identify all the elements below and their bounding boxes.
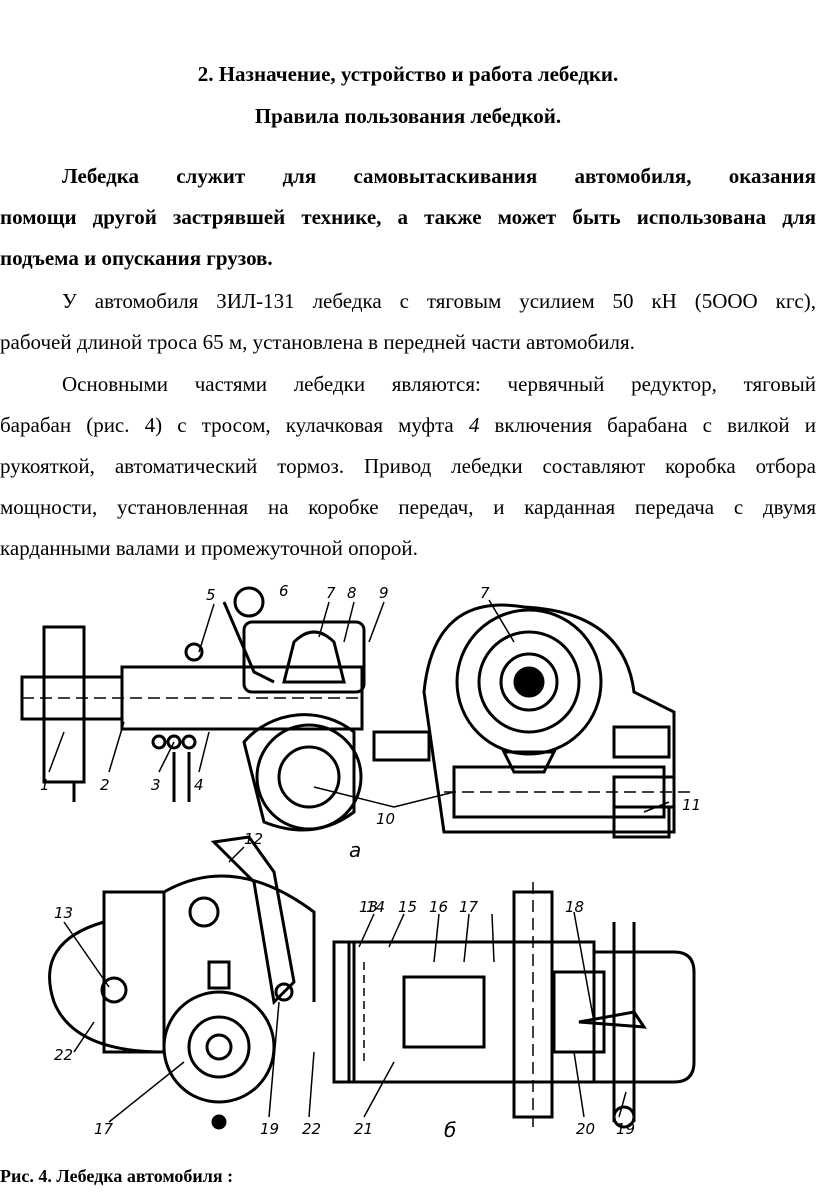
callout-label: 15: [398, 898, 417, 916]
text-span: включения барабана с вилкой и: [479, 413, 816, 437]
callout-label: 9: [379, 584, 389, 602]
text-line: подъема и опускания грузов.: [0, 246, 273, 270]
callout-label: 17: [94, 1120, 114, 1138]
callout-label: 20: [576, 1120, 595, 1138]
figure-caption: Рис. 4. Лебедка автомобиля :: [0, 1166, 234, 1186]
part-number: 4: [468, 413, 480, 437]
callout-label: 12: [244, 830, 263, 848]
view-label-b: б: [444, 1118, 456, 1142]
callout-labels: 1 2 3 4 5 6 7 8 9 7 10 11 12 13 14 15 16…: [40, 582, 701, 1142]
callout-label: 8: [347, 584, 357, 602]
callout-label: 11: [682, 796, 701, 814]
callout-label: 21: [354, 1120, 373, 1138]
text-line: помощи другой застрявшей технике, а такж…: [0, 205, 816, 229]
text-line: У автомобиля ЗИЛ-131 лебедка с тяговым у…: [62, 289, 816, 313]
text-line: мощности, установленная на коробке перед…: [0, 495, 816, 519]
text-line: рукояткой, автоматический тормоз. Привод…: [0, 454, 816, 478]
callout-label: 4: [194, 776, 204, 794]
callout-label: 14: [366, 898, 385, 916]
callout-label: 2: [100, 776, 110, 794]
text-line: рабочей длиной троса 65 м, установлена в…: [0, 330, 635, 354]
callout-label: 17: [459, 898, 479, 916]
callout-label: 1: [40, 776, 50, 794]
paragraph-purpose: Лебедка служит для самовытаскивания авто…: [0, 156, 816, 279]
text-line: Основными частями лебедки являются: черв…: [62, 372, 816, 396]
paragraph-specs: У автомобиля ЗИЛ-131 лебедка с тяговым у…: [0, 281, 816, 363]
text-line: карданными валами и промежуточной опорой…: [0, 536, 418, 560]
text-line: барабан (рис. 4) с тросом, кулачковая му…: [0, 405, 816, 446]
callout-label: 13: [54, 904, 73, 922]
callout-label: 16: [429, 898, 448, 916]
callout-leaders: [48, 599, 670, 1123]
callout-label: 7: [326, 584, 336, 602]
shaft-assembly-drawing: [20, 586, 366, 832]
callout-label: 22: [54, 1046, 73, 1064]
text-span: барабан (рис. 4) с тросом, кулачковая му…: [0, 413, 469, 437]
paragraph-components: Основными частями лебедки являются: черв…: [0, 364, 816, 569]
gearbox-drawing: [372, 603, 694, 839]
callout-label: 19: [260, 1120, 279, 1138]
callout-label: 22: [302, 1120, 321, 1138]
text-line: Лебедка служит для самовытаскивания авто…: [62, 164, 816, 188]
view-label-a: а: [349, 838, 361, 862]
callout-label: 5: [206, 586, 216, 604]
section-title: 2. Назначение, устройство и работа лебед…: [197, 62, 619, 86]
reducer-section-drawing: [332, 882, 696, 1129]
callout-label: 13: [359, 898, 378, 916]
callout-label: 6: [279, 582, 289, 600]
section-subtitle: Правила пользования лебедкой.: [254, 104, 562, 128]
callout-label: 10: [376, 810, 395, 828]
callout-label: 3: [151, 776, 161, 794]
brake-drawing: [48, 835, 316, 1130]
winch-technical-drawing: 1 2 3 4 5 6 7 8 9 7 10 11 12 13 14 15 16…: [20, 582, 701, 1142]
callout-label: 7: [480, 584, 490, 602]
callout-label: 18: [565, 898, 584, 916]
callout-label: 19: [616, 1120, 635, 1138]
